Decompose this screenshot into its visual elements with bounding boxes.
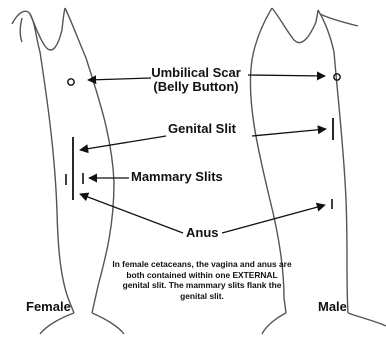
anus-label: Anus bbox=[186, 226, 219, 240]
umbilical-scar-label: Umbilical Scar (Belly Button) bbox=[130, 66, 262, 95]
female-umbilical-scar bbox=[68, 79, 74, 85]
arrow-anus-male bbox=[222, 205, 325, 233]
arrows bbox=[80, 75, 326, 233]
caption-text: In female cetaceans, the vagina and anus… bbox=[112, 259, 292, 301]
arrow-anus-female bbox=[80, 194, 183, 233]
umbilical-scar-label-line1: Umbilical Scar bbox=[130, 66, 262, 80]
female-body-outline bbox=[12, 8, 124, 334]
arrow-genital-male bbox=[252, 129, 326, 136]
male-label: Male bbox=[318, 300, 347, 314]
umbilical-scar-label-line2: (Belly Button) bbox=[130, 80, 262, 94]
mammary-slits-label: Mammary Slits bbox=[131, 170, 223, 184]
arrow-genital-female bbox=[80, 136, 166, 150]
genital-slit-label: Genital Slit bbox=[168, 122, 236, 136]
female-label: Female bbox=[26, 300, 71, 314]
